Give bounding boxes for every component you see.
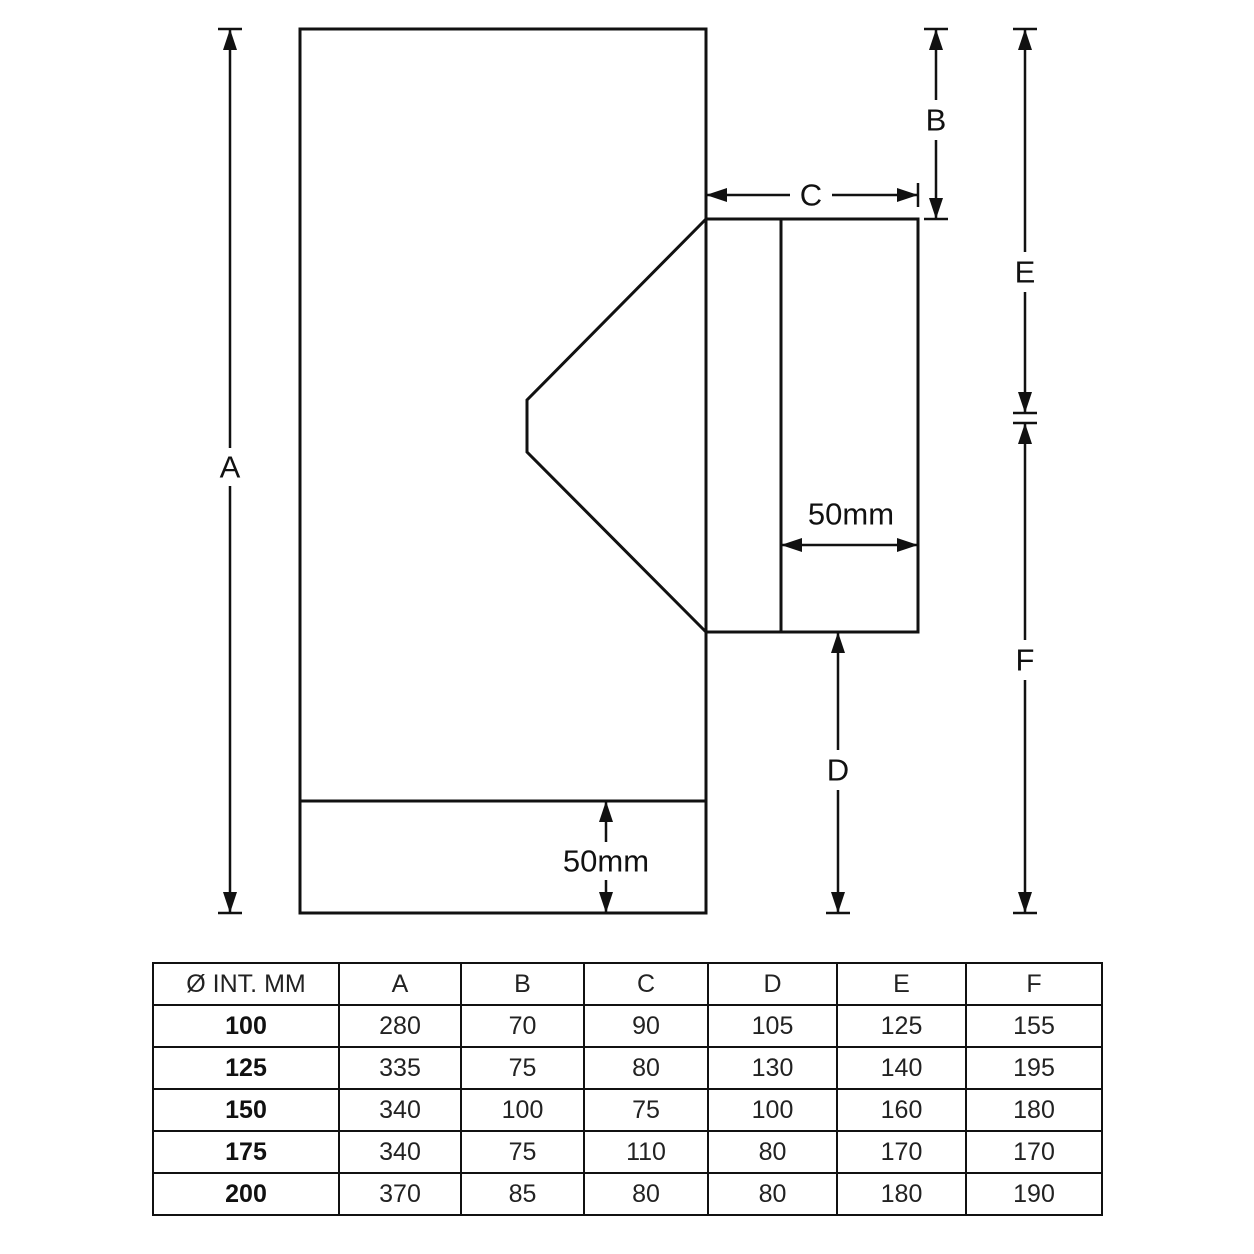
cell-b: 85 xyxy=(460,1172,585,1216)
tee-dimension-drawing: A B C D E xyxy=(212,27,1043,915)
cell-c: 110 xyxy=(583,1130,709,1174)
table-row: 200 370 85 80 80 180 190 xyxy=(152,1172,1103,1216)
header-d: D xyxy=(707,962,838,1006)
cell-d: 80 xyxy=(707,1130,838,1174)
cell-b: 70 xyxy=(460,1004,585,1048)
cell-f: 155 xyxy=(965,1004,1103,1048)
cell-e: 125 xyxy=(836,1004,967,1048)
cell-a: 370 xyxy=(338,1172,462,1216)
cell-f: 195 xyxy=(965,1046,1103,1090)
cell-b: 75 xyxy=(460,1046,585,1090)
dimension-d-label: D xyxy=(827,753,849,788)
cell-diameter: 175 xyxy=(152,1130,340,1174)
dimension-e-label: E xyxy=(1015,255,1036,290)
branch-inner-cone xyxy=(525,217,708,634)
table-row: 150 340 100 75 100 160 180 xyxy=(152,1088,1103,1132)
cell-diameter: 200 xyxy=(152,1172,340,1216)
dimension-bottom-band: 50mm xyxy=(555,801,657,913)
cell-e: 180 xyxy=(836,1172,967,1216)
cell-b: 100 xyxy=(460,1088,585,1132)
cell-e: 170 xyxy=(836,1130,967,1174)
dimension-c: C xyxy=(704,176,920,214)
cell-e: 160 xyxy=(836,1088,967,1132)
header-a: A xyxy=(338,962,462,1006)
dimension-c-label: C xyxy=(800,178,822,213)
cell-c: 75 xyxy=(583,1088,709,1132)
dimension-b: B xyxy=(918,27,954,221)
cell-a: 340 xyxy=(338,1130,462,1174)
cell-diameter: 100 xyxy=(152,1004,340,1048)
cell-a: 340 xyxy=(338,1088,462,1132)
header-diameter: Ø INT. MM xyxy=(152,962,340,1006)
cell-d: 100 xyxy=(707,1088,838,1132)
header-c: C xyxy=(583,962,709,1006)
table-row: 175 340 75 110 80 170 170 xyxy=(152,1130,1103,1174)
cell-d: 80 xyxy=(707,1172,838,1216)
cell-c: 90 xyxy=(583,1004,709,1048)
dimension-a: A xyxy=(212,27,248,915)
dimension-branch-band-label: 50mm xyxy=(808,497,894,532)
cell-b: 75 xyxy=(460,1130,585,1174)
cell-a: 335 xyxy=(338,1046,462,1090)
cell-f: 180 xyxy=(965,1088,1103,1132)
cell-a: 280 xyxy=(338,1004,462,1048)
table-header-row: Ø INT. MM A B C D E F xyxy=(152,962,1103,1006)
dimension-e: E xyxy=(1007,27,1043,415)
cell-c: 80 xyxy=(583,1046,709,1090)
cell-f: 190 xyxy=(965,1172,1103,1216)
dimension-f-label: F xyxy=(1016,643,1035,678)
cell-c: 80 xyxy=(583,1172,709,1216)
branch-spigot-outline xyxy=(704,217,920,634)
cell-d: 105 xyxy=(707,1004,838,1048)
main-body-outline xyxy=(298,27,708,915)
dimension-bottom-band-label: 50mm xyxy=(563,844,649,879)
table-row: 100 280 70 90 105 125 155 xyxy=(152,1004,1103,1048)
dimension-d: D xyxy=(818,632,858,915)
cell-e: 140 xyxy=(836,1046,967,1090)
dimension-f: F xyxy=(1007,421,1043,915)
cell-diameter: 125 xyxy=(152,1046,340,1090)
header-f: F xyxy=(965,962,1103,1006)
cell-diameter: 150 xyxy=(152,1088,340,1132)
dimension-a-label: A xyxy=(220,450,241,485)
dimension-b-label: B xyxy=(926,103,947,138)
table-row: 125 335 75 80 130 140 195 xyxy=(152,1046,1103,1090)
dimension-branch-band: 50mm xyxy=(781,497,918,552)
header-e: E xyxy=(836,962,967,1006)
dimension-table: Ø INT. MM A B C D E F 100 280 70 90 105 … xyxy=(152,962,1103,1216)
cell-d: 130 xyxy=(707,1046,838,1090)
header-b: B xyxy=(460,962,585,1006)
cell-f: 170 xyxy=(965,1130,1103,1174)
